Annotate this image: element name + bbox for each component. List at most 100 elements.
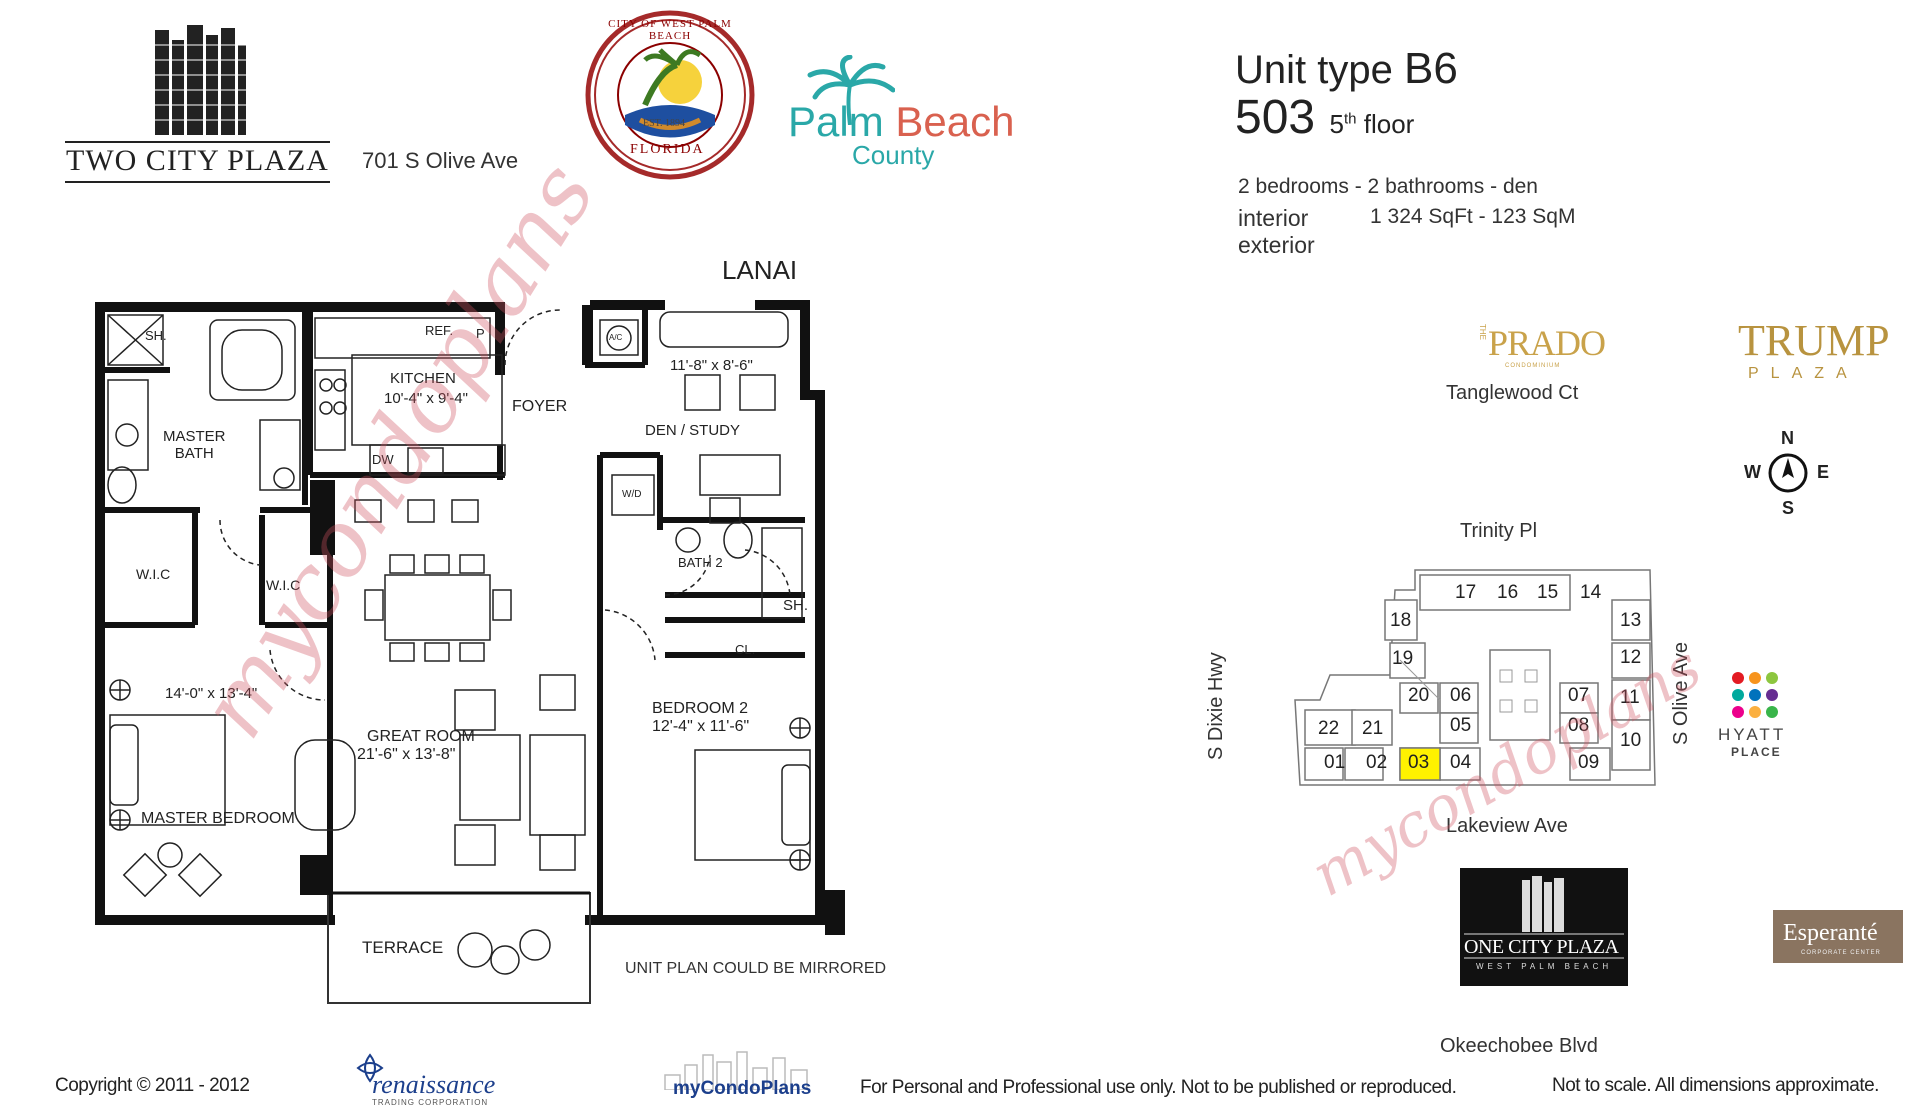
esperante-text: Esperanté [1783,920,1878,946]
scale-notice: Not to scale. All dimensions approximate… [1552,1075,1879,1096]
prado-logo-sub: CONDOMINIUM [1505,363,1561,369]
lanai-label: LANAI [722,255,798,285]
one-city-plaza-logo: ONE CITY PLAZA WEST PALM BEACH [1460,868,1628,986]
master-bath-label: MASTER BATH [163,428,226,463]
renaissance-sub: TRADING CORPORATION [372,1098,489,1107]
building-name: TWO CITY PLAZA [66,144,329,177]
hyatt-place-text-1: HYATT [1718,725,1787,744]
site-unit-17: 17 [1455,582,1477,603]
esperante-sub: CORPORATE CENTER [1801,950,1881,956]
unit-type-label: Unit type [1235,48,1393,92]
great-room-dimensions: 21'-6" x 13'-8" [357,746,456,763]
site-unit-02: 02 [1366,752,1388,773]
foyer-label: FOYER [512,398,568,415]
compass-west: W [1744,462,1761,482]
site-unit-07: 07 [1568,685,1590,706]
exterior-label: exterior [1238,232,1315,258]
site-unit-04: 04 [1450,752,1472,773]
mycondoplans-logo: myCondoPlans [673,1078,812,1099]
renaissance-text: renaissance [372,1070,496,1099]
site-unit-03: 03 [1408,752,1430,773]
site-unit-12: 12 [1620,647,1642,668]
closet-label: CL. [735,642,756,657]
west-palm-beach-seal [585,10,755,180]
usage-notice: For Personal and Professional use only. … [860,1077,1457,1098]
one-city-plaza-text: ONE CITY PLAZA [1464,936,1619,958]
bedroom2-label: BEDROOM 2 [652,700,749,717]
unit-floor-word: floor [1363,109,1415,139]
ac-label: A/C [609,333,623,342]
site-unit-13: 13 [1620,610,1642,631]
mirrored-note: UNIT PLAN COULD BE MIRRORED [625,960,887,977]
compass-east: E [1817,462,1830,482]
washer-dryer-label: W/D [622,489,642,500]
unit-summary: 2 bedrooms - 2 bathrooms - den [1238,175,1538,198]
site-unit-15: 15 [1537,582,1559,603]
site-unit-20: 20 [1408,685,1430,706]
prado-logo: PRADO [1488,323,1606,363]
site-unit-22: 22 [1318,718,1340,739]
site-unit-14: 14 [1580,582,1602,603]
compass-north: N [1781,428,1794,448]
unit-floor-suffix: th [1344,110,1357,128]
trump-plaza-logo: TRUMP [1738,316,1890,365]
great-room-label: GREAT ROOM [367,728,475,745]
site-unit-19: 19 [1392,648,1414,669]
kitchen-label: KITCHEN [390,370,456,387]
interior-label: interior [1238,205,1309,231]
esperante-logo: Esperanté CORPORATE CENTER [1773,910,1903,963]
wic-label-2: W.I.C [266,577,301,593]
unit-floor-number: 5 [1329,109,1345,139]
site-unit-01: 01 [1324,752,1346,773]
bath2-label: BATH 2 [678,555,723,570]
building-address: 701 S Olive Ave [362,148,519,173]
watermark-plan: mycondoplans [180,144,617,756]
unit-number: 503 [1235,91,1316,144]
bedroom2-dimensions: 12'-4" x 11'-6" [652,718,750,735]
compass-icon [1765,450,1811,496]
unit-type-code: B6 [1403,44,1458,93]
seal-state: FLORIDA [630,142,705,157]
site-unit-09: 09 [1578,752,1600,773]
compass-south: S [1782,498,1795,518]
kitchen-dimensions: 10'-4" x 9'-4" [384,390,468,407]
wic-label-1: W.I.C [136,566,171,582]
pantry-label: P [476,326,485,341]
county-logo-text: Palm Beach [788,98,1014,146]
site-unit-05: 05 [1450,715,1472,736]
seal-est: EST. 1894 [643,118,686,129]
master-bedroom-label: MASTER BEDROOM [141,810,295,827]
site-unit-18: 18 [1390,610,1412,631]
unit-type-heading: Unit type B6 [1235,44,1458,94]
county-logo-beach: Beach [895,98,1015,145]
hyatt-place-text-2: PLACE [1731,745,1782,759]
site-unit-10: 10 [1620,730,1642,751]
den-label: DEN / STUDY [645,422,741,439]
tanglewood-label: Tanglewood Ct [1446,382,1579,404]
unit-floor: 5th floor [1330,109,1415,139]
master-bedroom-dimensions: 14'-0" x 13'-4" [165,685,258,702]
site-unit-06: 06 [1450,685,1472,706]
one-city-plaza-sub: WEST PALM BEACH [1476,962,1613,971]
seal-arc-text: CITY OF WEST PALM BEACH [608,18,732,42]
den-dimensions: 11'-8" x 8'-6" [670,357,753,374]
okeechobee-label: Okeechobee Blvd [1440,1035,1598,1057]
county-logo-county: County [852,140,935,170]
site-unit-08: 08 [1568,715,1590,736]
sh-label-master: SH. [145,328,167,343]
dishwasher-label: DW [372,452,394,467]
ref-label: REF. [425,323,454,338]
lakeview-label: Lakeview Ave [1446,815,1568,837]
sh-label-bath2: SH. [783,597,809,614]
terrace-label: TERRACE [362,938,444,957]
county-logo-palm: Palm [788,98,884,145]
interior-value: 1 324 SqFt - 123 SqM [1370,205,1576,228]
unit-number-line: 503 5th floor [1235,90,1414,145]
prado-logo-prefix: THE [1478,324,1487,340]
site-unit-21: 21 [1362,718,1384,739]
copyright: Copyright © 2011 - 2012 [55,1075,250,1096]
trinity-label: Trinity Pl [1460,520,1538,542]
site-unit-11: 11 [1620,687,1640,708]
dixie-label: S Dixie Hwy [1205,652,1227,760]
